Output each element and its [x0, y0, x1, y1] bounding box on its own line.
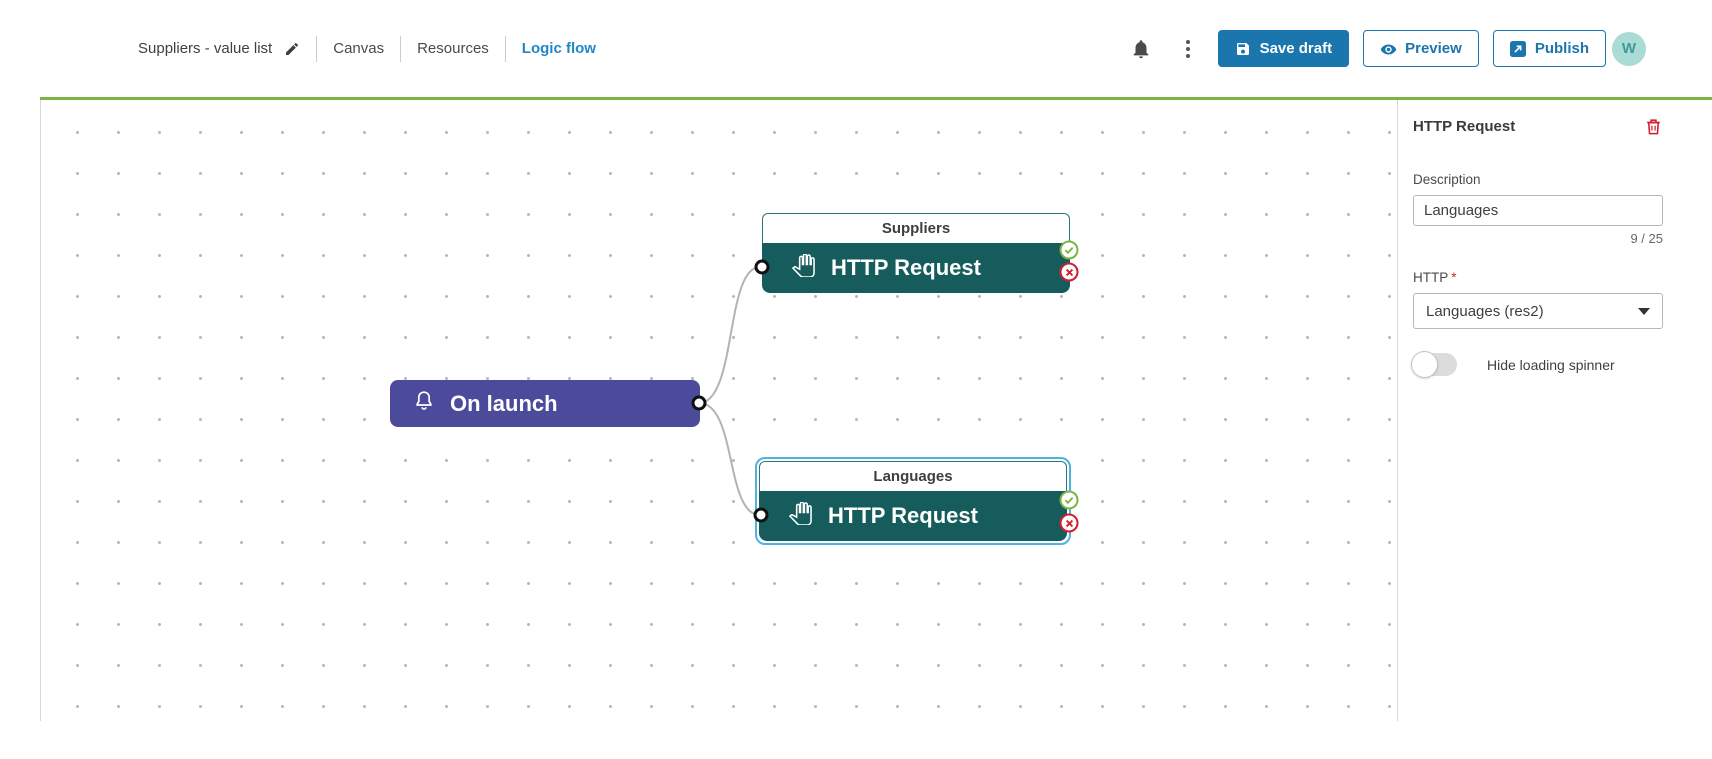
- char-counter: 9 / 25: [1630, 231, 1663, 246]
- notifications-bell-icon[interactable]: [1130, 38, 1152, 60]
- description-input[interactable]: [1413, 195, 1663, 226]
- connection-lines: [698, 266, 761, 516]
- project-title: Suppliers - value list: [138, 40, 273, 57]
- http-label-text: HTTP: [1413, 270, 1449, 285]
- chevron-down-icon: [1638, 307, 1650, 315]
- panel-title: HTTP Request: [1413, 118, 1516, 135]
- delete-trash-icon[interactable]: [1644, 117, 1663, 136]
- connection-onlaunch-suppliers: [698, 266, 761, 404]
- node-languages-selection-outline: Languages HTTP Request: [755, 457, 1071, 545]
- edit-pencil-icon[interactable]: [284, 41, 300, 57]
- preview-button[interactable]: Preview: [1363, 30, 1479, 67]
- project-title-group: Suppliers - value list: [138, 40, 300, 57]
- logic-flow-canvas[interactable]: On launch Suppliers HTTP Request: [40, 100, 1398, 721]
- description-label: Description: [1413, 172, 1481, 187]
- publish-label: Publish: [1534, 40, 1589, 57]
- error-x-badge: [1059, 262, 1079, 282]
- http-select[interactable]: Languages (res2): [1413, 293, 1663, 329]
- trigger-bell-icon: [412, 389, 436, 418]
- node-body: HTTP Request: [762, 243, 1070, 293]
- top-bar: Suppliers - value list Canvas Resources …: [0, 0, 1712, 97]
- output-port-on-launch[interactable]: [691, 395, 707, 411]
- publish-launch-icon: [1509, 40, 1526, 57]
- divider: [504, 35, 506, 62]
- properties-panel: HTTP Request Description 9 / 25 HTTP* La…: [1398, 100, 1712, 721]
- input-port-suppliers[interactable]: [754, 259, 770, 275]
- node-label: HTTP Request: [828, 503, 978, 528]
- save-floppy-icon: [1235, 41, 1251, 57]
- hand-icon: [791, 253, 815, 282]
- input-port-languages[interactable]: [753, 507, 769, 523]
- connection-onlaunch-languages: [698, 402, 761, 516]
- save-draft-label: Save draft: [1259, 40, 1333, 57]
- header-actions: Save draft Preview Publish W: [1130, 30, 1646, 67]
- node-title: Languages: [873, 468, 953, 485]
- divider: [316, 35, 318, 62]
- publish-button[interactable]: Publish: [1492, 30, 1606, 67]
- node-body: HTTP Request: [759, 491, 1067, 541]
- required-asterisk: *: [1451, 270, 1457, 285]
- save-draft-button[interactable]: Save draft: [1217, 30, 1350, 67]
- node-languages-http-request[interactable]: Languages HTTP Request: [759, 461, 1067, 541]
- more-options-kebab-icon[interactable]: [1182, 36, 1194, 62]
- left-gutter: [0, 100, 40, 721]
- toggle-label: Hide loading spinner: [1487, 356, 1615, 373]
- success-check-badge: [1059, 490, 1079, 510]
- toggle-knob: [1411, 351, 1438, 378]
- divider: [400, 35, 402, 62]
- success-check-badge: [1059, 240, 1079, 260]
- header-divider-line: [40, 97, 1712, 100]
- node-label: HTTP Request: [831, 255, 981, 280]
- node-label: On launch: [450, 390, 558, 416]
- main-area: On launch Suppliers HTTP Request: [0, 100, 1712, 721]
- error-x-badge: [1059, 513, 1079, 533]
- tab-logic-flow[interactable]: Logic flow: [521, 40, 596, 57]
- node-title: Suppliers: [881, 220, 951, 237]
- preview-eye-icon: [1380, 41, 1397, 57]
- node-on-launch[interactable]: On launch: [390, 380, 700, 427]
- tab-resources[interactable]: Resources: [417, 40, 489, 57]
- node-title-strip: Languages: [759, 461, 1067, 491]
- http-select-value: Languages (res2): [1426, 302, 1544, 320]
- http-field-label: HTTP*: [1413, 270, 1696, 285]
- preview-label: Preview: [1405, 40, 1462, 57]
- tab-canvas[interactable]: Canvas: [333, 40, 385, 57]
- hand-icon: [788, 501, 812, 530]
- node-title-strip: Suppliers: [762, 213, 1070, 243]
- node-suppliers-http-request[interactable]: Suppliers HTTP Request: [762, 213, 1070, 293]
- hide-loading-spinner-toggle[interactable]: [1411, 351, 1457, 378]
- user-avatar[interactable]: W: [1612, 31, 1646, 66]
